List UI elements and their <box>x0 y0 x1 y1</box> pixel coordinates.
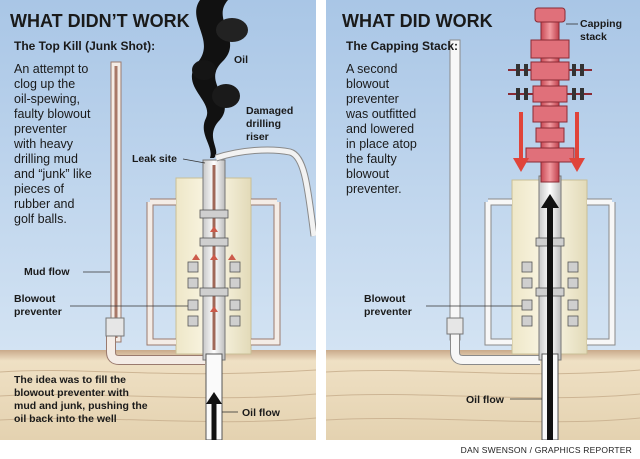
svg-text:Capping: Capping <box>580 18 622 30</box>
left-oil-flow-arrow <box>206 392 222 404</box>
svg-text:and lowered: and lowered <box>346 122 414 136</box>
credit-line: DAN SWENSON / GRAPHICS REPORTER <box>461 445 632 455</box>
svg-text:A second: A second <box>346 62 397 76</box>
lowering-arrows <box>513 112 585 172</box>
damaged-riser-label: Damaged drilling riser <box>246 105 293 143</box>
svg-text:mud and junk, pushing the: mud and junk, pushing the <box>14 400 148 412</box>
left-bop-label: Blowout preventer <box>14 293 62 318</box>
svg-text:drilling: drilling <box>246 118 281 130</box>
svg-text:riser: riser <box>246 131 269 143</box>
svg-text:An attempt to: An attempt to <box>14 62 88 76</box>
svg-text:Blowout: Blowout <box>14 293 56 305</box>
right-oil-flow-label: Oil flow <box>466 394 505 406</box>
right-subtitle: The Capping Stack: <box>346 39 458 53</box>
svg-text:was outfitted: was outfitted <box>345 107 416 121</box>
svg-text:the faulty: the faulty <box>346 152 397 166</box>
capping-stack <box>508 7 592 183</box>
oil-plume <box>191 0 248 158</box>
svg-text:golf balls.: golf balls. <box>14 212 67 226</box>
svg-text:clog up the: clog up the <box>14 77 75 91</box>
left-caption: The idea was to fill the blowout prevent… <box>14 374 148 425</box>
svg-text:with heavy: with heavy <box>13 137 74 151</box>
left-bop <box>146 159 281 361</box>
svg-text:blowout: blowout <box>346 167 390 181</box>
svg-text:stack: stack <box>580 31 607 43</box>
left-title: WHAT DIDN’T WORK <box>10 11 190 31</box>
left-panel: WHAT DIDN’T WORK The Top Kill (Junk Shot… <box>0 0 318 441</box>
left-oil-flow-label: Oil flow <box>242 407 281 419</box>
right-water <box>326 0 640 350</box>
panel-divider <box>316 0 326 440</box>
footer <box>0 440 640 459</box>
right-bop-label: Blowout preventer <box>364 293 412 318</box>
right-description: A second blowout preventer was outfitted… <box>345 62 417 196</box>
svg-text:preventer.: preventer. <box>346 182 402 196</box>
svg-text:rubber and: rubber and <box>14 197 75 211</box>
svg-text:preventer: preventer <box>14 122 67 136</box>
right-oil-flow-arrow <box>541 194 559 208</box>
right-title: WHAT DID WORK <box>342 11 493 31</box>
svg-text:preventer: preventer <box>14 306 62 318</box>
oil-label: Oil <box>234 54 248 66</box>
left-description: An attempt to clog up the oil-spewing, f… <box>13 62 92 226</box>
svg-text:drilling mud: drilling mud <box>14 152 78 166</box>
svg-text:oil back into the well: oil back into the well <box>14 413 117 425</box>
svg-text:and “junk” like: and “junk” like <box>14 167 92 181</box>
svg-text:in place atop: in place atop <box>346 137 417 151</box>
svg-text:pieces of: pieces of <box>14 182 65 196</box>
down-arrow-right <box>569 158 585 172</box>
svg-text:preventer: preventer <box>364 306 412 318</box>
capping-stack-label: Capping stack <box>580 18 622 43</box>
left-subtitle: The Top Kill (Junk Shot): <box>14 39 155 53</box>
svg-text:blowout: blowout <box>346 77 390 91</box>
svg-text:preventer: preventer <box>346 92 399 106</box>
leak-site-label: Leak site <box>132 153 177 165</box>
svg-text:The idea was to fill the: The idea was to fill the <box>14 374 126 386</box>
svg-text:blowout preventer with: blowout preventer with <box>14 387 129 399</box>
down-arrow-left <box>513 158 529 172</box>
svg-text:oil-spewing,: oil-spewing, <box>14 92 80 106</box>
left-water <box>0 0 316 350</box>
svg-text:faulty blowout: faulty blowout <box>14 107 91 121</box>
mud-line <box>105 61 205 365</box>
svg-text:Damaged: Damaged <box>246 105 293 117</box>
mud-flow-label: Mud flow <box>24 266 70 278</box>
right-line <box>446 39 540 365</box>
right-panel: WHAT DID WORK The Capping Stack: A secon… <box>325 0 640 441</box>
svg-text:Blowout: Blowout <box>364 293 406 305</box>
